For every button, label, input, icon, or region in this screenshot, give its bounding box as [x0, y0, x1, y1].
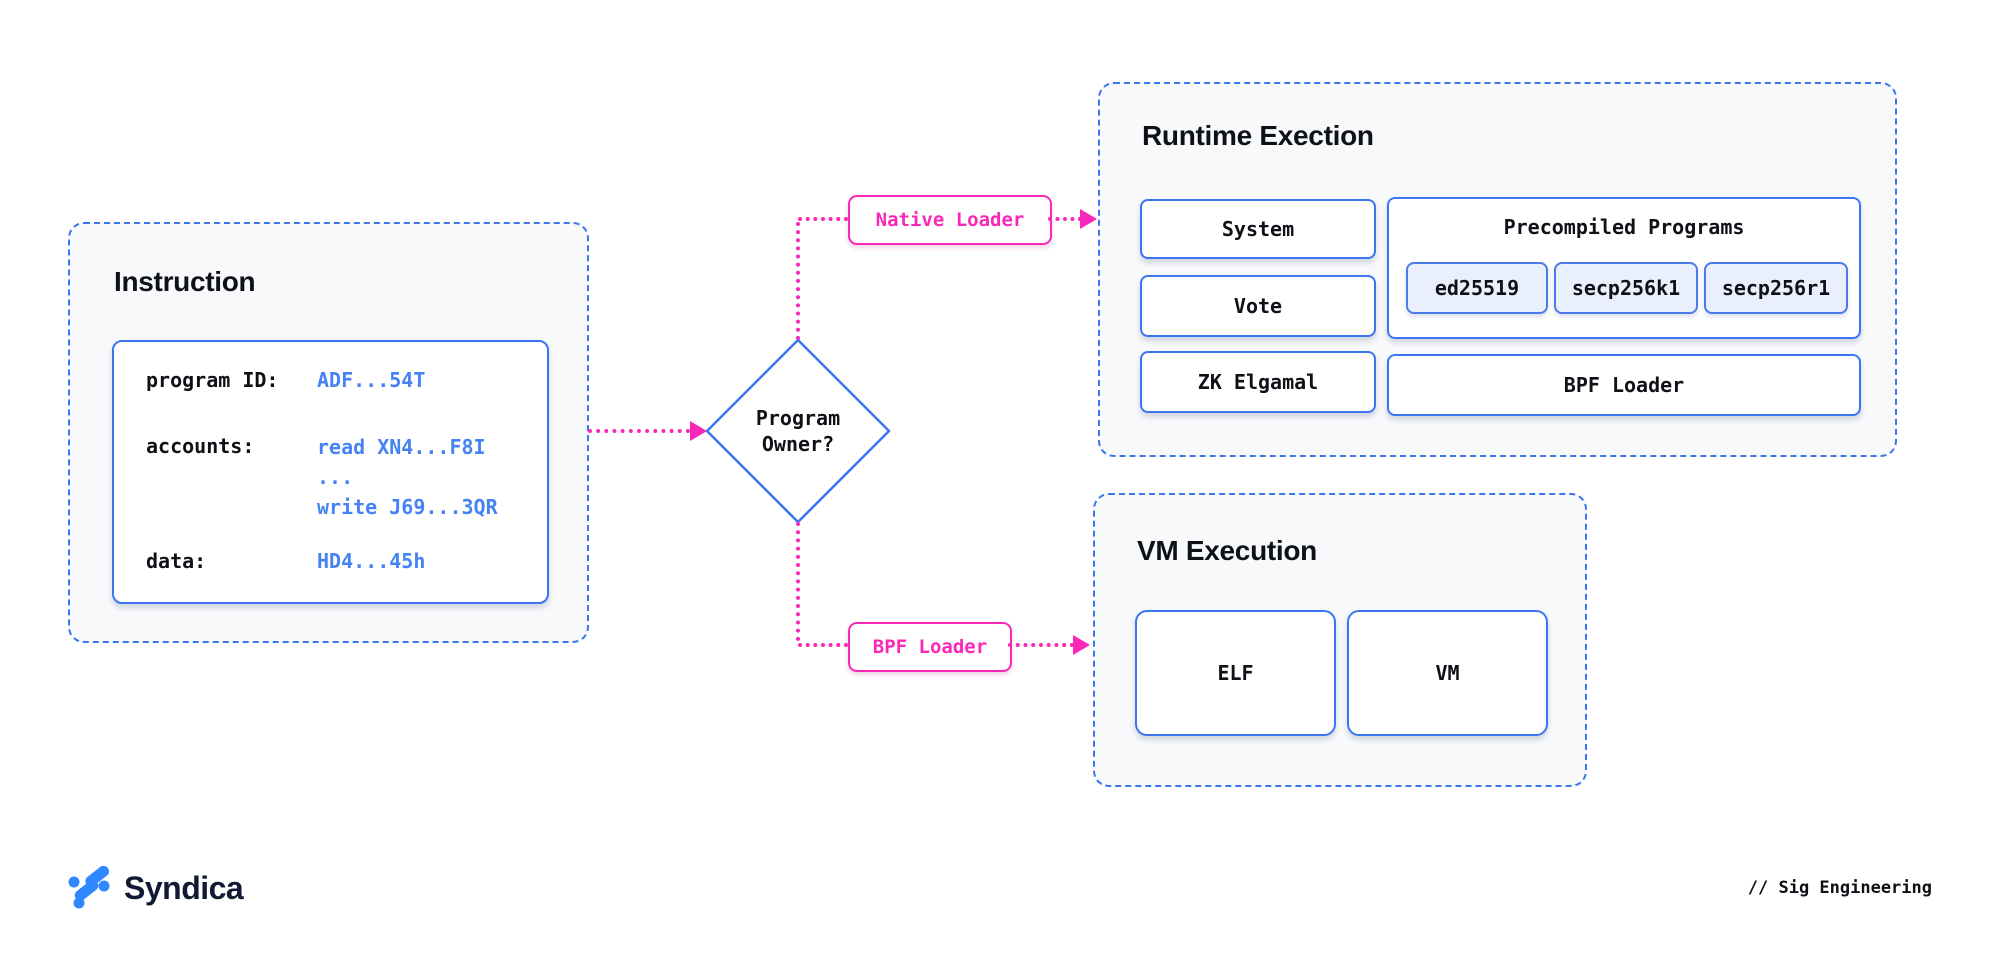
program-box-zk-elgamal: ZK Elgamal: [1140, 351, 1376, 413]
field-value-program-id: ADF...54T: [317, 368, 426, 392]
instruction-card: program ID: ADF...54T accounts: read XN4…: [112, 340, 549, 604]
edge-native-to-runtime: [1048, 217, 1082, 221]
program-box-vote: Vote: [1140, 275, 1376, 337]
vm-section: VM Execution ELF VM: [1093, 493, 1587, 787]
precompiled-programs-box: Precompiled Programs ed25519 secp256k1 s…: [1387, 197, 1861, 339]
vm-box-vm: VM: [1347, 610, 1548, 736]
credit-text: // Sig Engineering: [1747, 878, 1932, 898]
chip-secp256r1: secp256r1: [1704, 262, 1848, 314]
decision-line-2: Owner?: [761, 432, 835, 456]
brand-logo: Syndica: [64, 866, 244, 910]
field-label-program-id: program ID:: [146, 368, 279, 392]
arrowhead-to-runtime-icon: [1080, 209, 1097, 229]
decision-line-1: Program: [755, 406, 841, 430]
edge-to-bpf-label: [798, 643, 848, 647]
vm-title: VM Execution: [1137, 535, 1317, 566]
field-value-data: HD4...45h: [317, 549, 426, 573]
accounts-line-read: read XN4...F8I: [317, 435, 486, 459]
program-box-system: System: [1140, 199, 1376, 259]
syndica-logo-icon: [68, 866, 110, 909]
arrowhead-to-vm-icon: [1073, 635, 1090, 655]
brand-name: Syndica: [124, 869, 244, 906]
decision-diamond: Program Owner?: [703, 336, 893, 526]
accounts-line-write: write J69...3QR: [317, 495, 498, 519]
field-value-accounts: read XN4...F8I ... write J69...3QR: [317, 432, 498, 522]
runtime-title: Runtime Exection: [1142, 120, 1374, 151]
decision-label: Program Owner?: [703, 336, 893, 526]
edge-bpf-to-vm: [1008, 643, 1074, 647]
edge-decision-down: [796, 522, 800, 641]
bpf-loader-edge-label: BPF Loader: [848, 622, 1012, 672]
precompiled-title: Precompiled Programs: [1503, 215, 1745, 239]
program-box-bpf-loader: BPF Loader: [1387, 354, 1861, 416]
field-label-data: data:: [146, 549, 207, 573]
edge-instruction-to-decision: [588, 429, 690, 433]
edge-decision-up: [796, 222, 800, 340]
edge-to-native-label: [798, 217, 848, 221]
vm-box-elf: ELF: [1135, 610, 1336, 736]
instruction-title: Instruction: [114, 266, 256, 297]
accounts-line-ellipsis: ...: [317, 465, 354, 489]
arrowhead-to-decision-icon: [690, 421, 707, 441]
field-label-accounts: accounts:: [146, 434, 255, 458]
instruction-section: Instruction program ID: ADF...54T accoun…: [68, 222, 589, 643]
runtime-section: Runtime Exection System Vote ZK Elgamal …: [1098, 82, 1897, 457]
chip-secp256k1: secp256k1: [1554, 262, 1698, 314]
native-loader-label: Native Loader: [848, 195, 1052, 245]
chip-ed25519: ed25519: [1406, 262, 1548, 314]
